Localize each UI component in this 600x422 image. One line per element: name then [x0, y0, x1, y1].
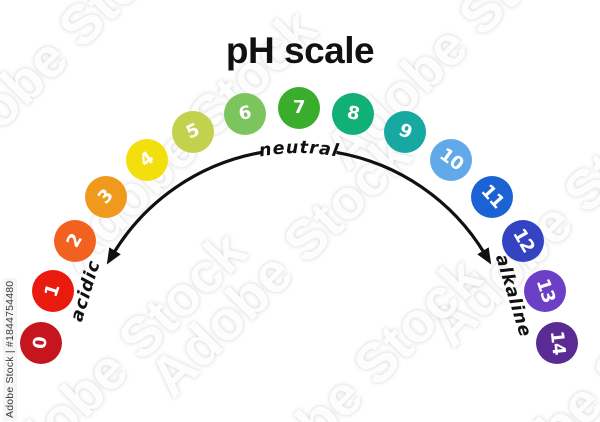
ph-value: 1 [40, 281, 65, 300]
ph-value: 2 [62, 230, 87, 252]
ph-value: 8 [345, 101, 362, 126]
ph-value: 0 [29, 335, 52, 351]
page-title: pH scale [225, 30, 375, 71]
ph-circle-4: 4 [126, 139, 168, 181]
ph-circle-0: 0 [20, 322, 62, 364]
ph-circle-14: 14 [536, 322, 578, 364]
ph-circle-8: 8 [332, 93, 374, 135]
ph-value: 12 [508, 225, 539, 257]
ph-circle-12: 12 [502, 220, 544, 262]
ph-circle-2: 2 [54, 220, 96, 262]
arrow-to-alkaline [336, 150, 492, 265]
ph-circle-11: 11 [471, 176, 513, 218]
ph-circle-9: 9 [384, 111, 426, 153]
ph-value: 10 [435, 144, 468, 176]
ph-circle-3: 3 [85, 176, 127, 218]
ph-value: 4 [135, 147, 158, 172]
ph-circle-13: 13 [524, 270, 566, 312]
ph-circle-10: 10 [430, 139, 472, 181]
ph-value: 5 [183, 119, 203, 144]
ph-value: 11 [476, 180, 509, 213]
label-neutral: neutral [258, 138, 341, 162]
ph-value: 3 [93, 185, 118, 209]
ph-value: 9 [395, 119, 415, 144]
ph-circle-5: 5 [172, 111, 214, 153]
ph-value: 14 [545, 329, 570, 357]
ph-value: 6 [236, 101, 253, 126]
arrow-to-acidic [106, 150, 262, 265]
ph-value: 7 [292, 97, 306, 118]
ph-circle-7: 7 [278, 87, 320, 129]
ph-circle-6: 6 [224, 93, 266, 135]
ph-circle-1: 1 [32, 270, 74, 312]
ph-value: 13 [531, 276, 560, 306]
